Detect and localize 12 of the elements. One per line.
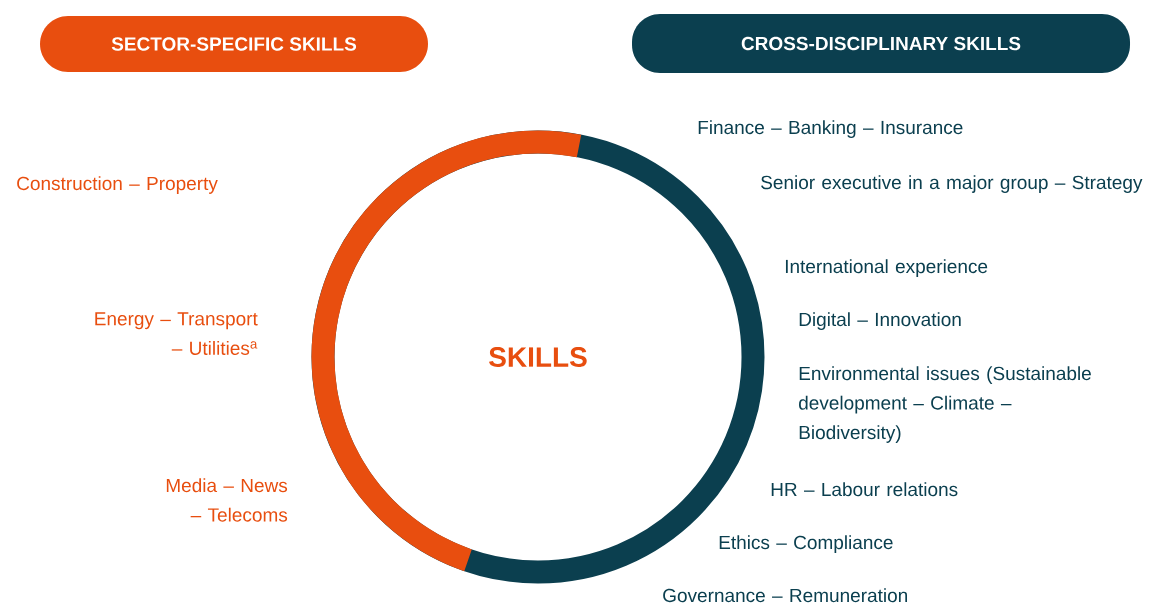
skill-label: Digital – Innovation	[799, 312, 961, 330]
header-pill: SECTOR-SPECIFIC SKILLS	[40, 16, 428, 72]
skill-label: Energy – Transport – Utilities$^{a}$	[95, 312, 258, 355]
header-pill: CROSS-DISCIPLINARY SKILLS	[632, 14, 1130, 73]
skill-label: HR – Labour relations	[771, 482, 958, 497]
skill-label: Governance – Remuneration	[663, 588, 907, 603]
skill-label: Finance – Banking – Insurance	[698, 120, 963, 138]
skill-label: International experience	[785, 259, 988, 277]
skill-label: Media – News – Telecoms	[166, 478, 288, 522]
skill-label: Environmental issues (Sustainable development – Climate – Biodiversity)	[799, 366, 1091, 443]
skill-label: Ethics – Compliance	[719, 535, 893, 553]
skill-label: Construction – Property	[17, 176, 218, 194]
